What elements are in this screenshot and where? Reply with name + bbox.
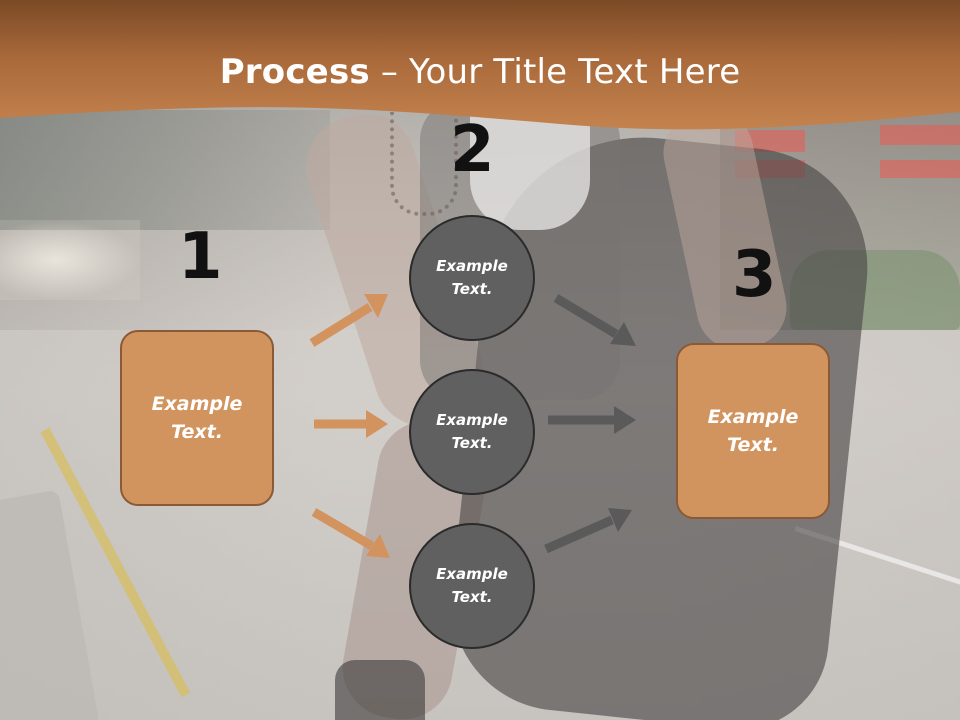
step2-circle-top-label: Example Text. [436, 256, 508, 298]
step3-label: Example Text. [707, 405, 799, 457]
arrow-orange-mid [314, 410, 388, 438]
arrow-gray-down [553, 294, 636, 346]
arrow-gray-up [544, 508, 632, 554]
title-bold: Process [219, 52, 370, 92]
step2-circle-top[interactable]: Example Text. [409, 215, 535, 341]
step2-circle-bottom[interactable]: Example Text. [409, 523, 535, 649]
step2-circle-middle-label: Example Text. [436, 410, 508, 452]
step1-label: Example Text. [151, 392, 243, 444]
arrow-gray-mid [548, 406, 636, 434]
step1-box[interactable]: Example Text. [120, 330, 274, 506]
step-number-1: 1 [178, 220, 223, 294]
step3-box[interactable]: Example Text. [676, 343, 830, 519]
header-band [0, 0, 960, 140]
arrow-orange-up [309, 294, 388, 347]
step2-circle-bottom-label: Example Text. [436, 564, 508, 606]
step2-circle-middle[interactable]: Example Text. [409, 369, 535, 495]
title-rest: – Your Title Text Here [369, 52, 741, 92]
step-number-3: 3 [732, 238, 777, 312]
arrow-orange-down [311, 508, 390, 558]
step-number-2: 2 [450, 113, 495, 187]
slide-title: Process – Your Title Text Here [0, 52, 960, 92]
